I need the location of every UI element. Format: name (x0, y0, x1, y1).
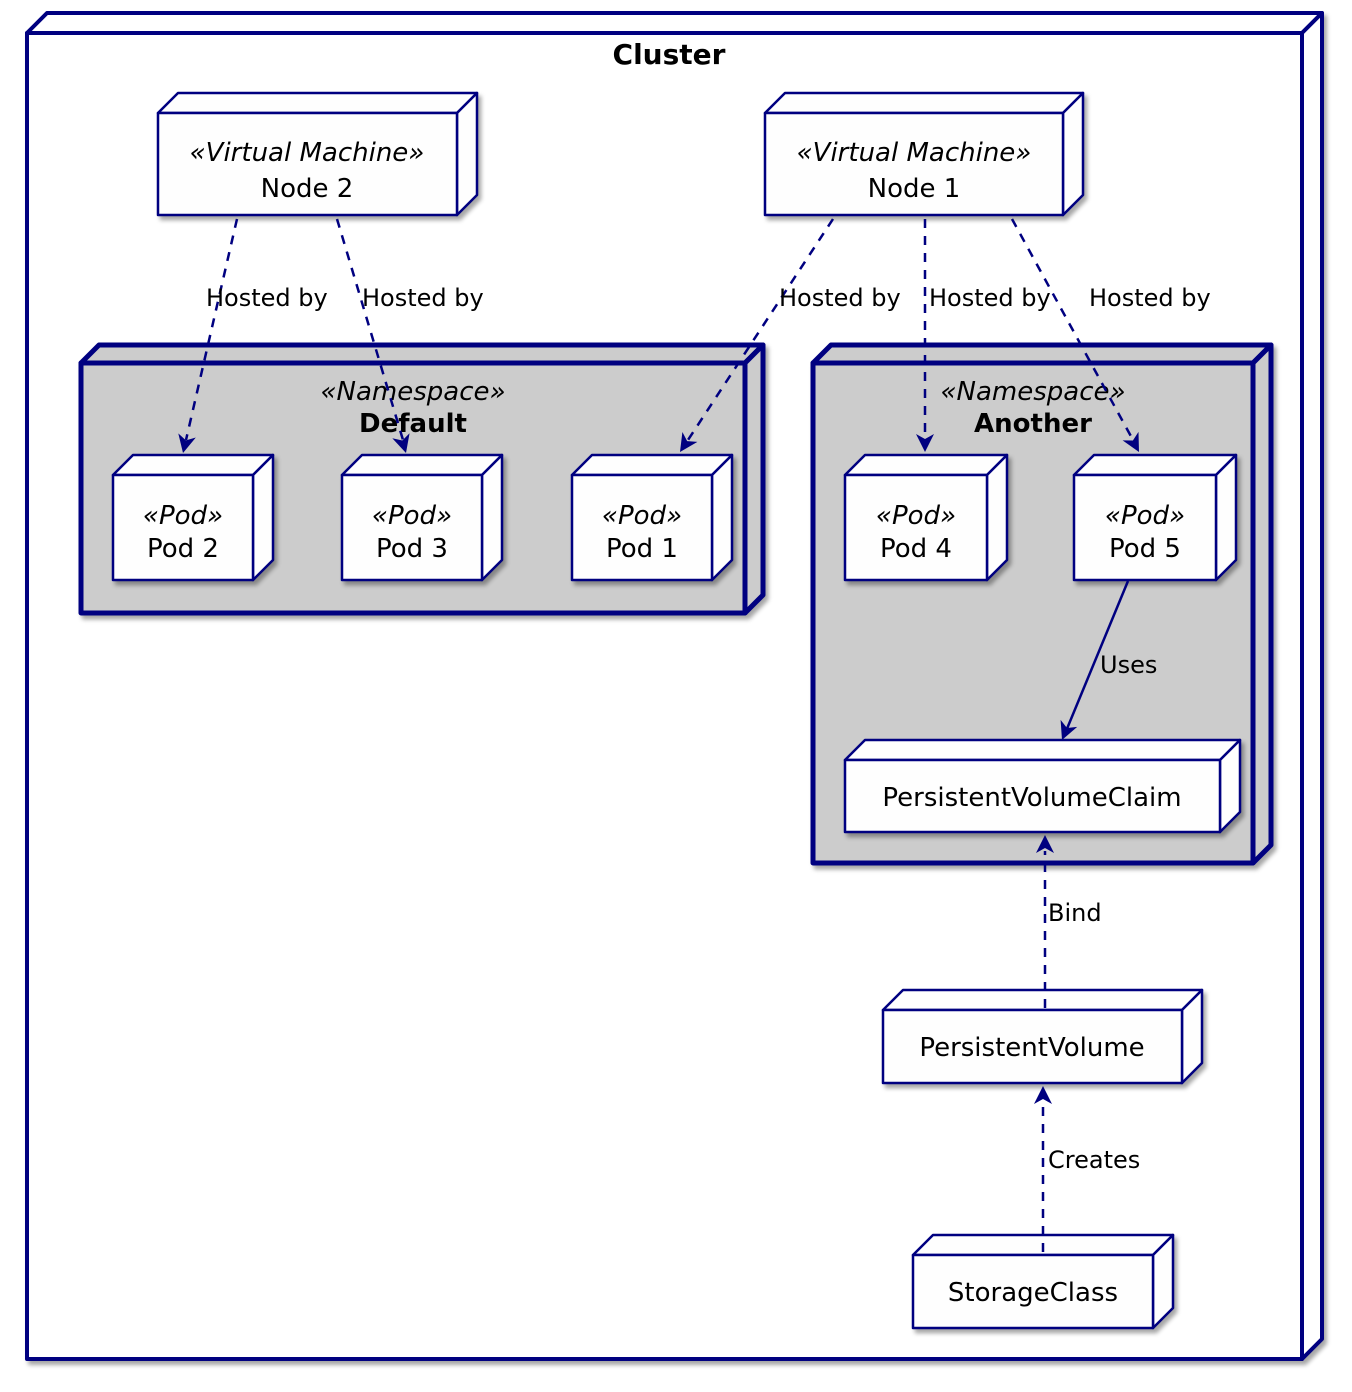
pod-2-front-face (111, 473, 255, 582)
vm-node-1-top-face (763, 91, 1085, 115)
pod-2-top-face (111, 453, 275, 477)
storage-class-node (911, 1233, 1175, 1330)
vm-node-2-top-face (156, 91, 479, 115)
pod-2-side-face (251, 453, 275, 582)
bind-label: Bind (1048, 899, 1102, 927)
pvc-front-face (843, 758, 1222, 834)
hosted-by-label-5: Hosted by (1089, 284, 1211, 312)
pod-1-top-face (570, 453, 734, 477)
pod-1 (570, 453, 734, 582)
pod-5-front-face (1072, 473, 1218, 582)
vm-node-2-front-face (156, 111, 459, 217)
pod-4 (843, 453, 1009, 582)
pod-3 (340, 453, 504, 582)
pod-3-front-face (340, 473, 484, 582)
edge-creates-sc-pv (1034, 1086, 1052, 1252)
edge-hosted-by-node2-pod2 (174, 218, 239, 456)
cluster-title: Cluster (613, 38, 726, 71)
vm-node-1-name: Node 1 (868, 174, 961, 204)
cluster-top-face (25, 11, 1324, 35)
creates-label: Creates (1048, 1146, 1140, 1174)
namespace-default-top-face (78, 342, 766, 366)
pod-5-name: Pod 5 (1109, 534, 1181, 564)
namespace-another-name: Another (974, 409, 1092, 439)
vm-node-2 (156, 91, 479, 217)
pv-top-face (881, 988, 1204, 1012)
edge-hosted-by-node2-pod3 (335, 218, 415, 456)
namespace-default-stereotype: «Namespace» (320, 377, 505, 407)
namespace-another-stereotype: «Namespace» (940, 377, 1125, 407)
vm-node-1 (763, 91, 1085, 217)
uses-label: Uses (1100, 651, 1157, 679)
pod-5-side-face (1214, 453, 1238, 582)
vm-node-1-side-face (1061, 91, 1085, 217)
pod-1-front-face (570, 473, 714, 582)
pod-4-front-face (843, 473, 989, 582)
sc-name: StorageClass (948, 1278, 1118, 1308)
pvc-name: PersistentVolumeClaim (882, 783, 1181, 813)
pod-3-name: Pod 3 (376, 534, 448, 564)
pod-3-top-face (340, 453, 504, 477)
pod-2 (111, 453, 275, 582)
pod-4-side-face (985, 453, 1009, 582)
pod-5-stereotype: «Pod» (1105, 501, 1185, 531)
pod-5-top-face (1072, 453, 1238, 477)
cluster-side-face (1300, 11, 1324, 1361)
pv-name: PersistentVolume (919, 1033, 1144, 1063)
pod-4-top-face (843, 453, 1009, 477)
edge-hosted-by-node1-pod5 (1010, 218, 1147, 457)
hosted-by-label-3: Hosted by (779, 284, 901, 312)
pod-3-side-face (480, 453, 504, 582)
persistent-volume-node (881, 988, 1204, 1085)
vm-node-2-stereotype: «Virtual Machine» (190, 138, 425, 168)
edge-line (335, 218, 405, 441)
namespace-another-top-face (810, 342, 1274, 366)
persistent-volume-claim-node (843, 738, 1242, 834)
pod-1-side-face (710, 453, 734, 582)
pod-1-name: Pod 1 (606, 534, 678, 564)
vm-node-1-front-face (763, 111, 1065, 217)
pod-2-name: Pod 2 (147, 534, 219, 564)
hosted-by-label-2: Hosted by (362, 284, 484, 312)
pod-1-stereotype: «Pod» (602, 501, 682, 531)
edge-line (1010, 218, 1135, 441)
pod-2-stereotype: «Pod» (143, 501, 223, 531)
namespace-default-side-face (742, 342, 766, 616)
hosted-by-label-4: Hosted by (929, 284, 1051, 312)
vm-node-2-side-face (455, 91, 479, 217)
pod-4-name: Pod 4 (880, 534, 952, 564)
pod-5 (1072, 453, 1238, 582)
pv-front-face (881, 1008, 1184, 1085)
pvc-top-face (843, 738, 1242, 762)
edge-line (1062, 580, 1130, 737)
vm-node-1-stereotype: «Virtual Machine» (797, 138, 1032, 168)
pod-3-stereotype: «Pod» (372, 501, 452, 531)
edge-uses-pod5-pvc (1053, 580, 1130, 744)
sc-front-face (911, 1253, 1155, 1330)
edge-hosted-by-node1-pod4 (916, 219, 934, 452)
namespace-another-side-face (1250, 342, 1274, 866)
vm-node-2-name: Node 2 (261, 174, 354, 204)
hosted-by-label-1: Hosted by (206, 284, 328, 312)
pod-4-stereotype: «Pod» (876, 501, 956, 531)
namespace-default-name: Default (359, 409, 467, 439)
edge-line (184, 218, 239, 441)
